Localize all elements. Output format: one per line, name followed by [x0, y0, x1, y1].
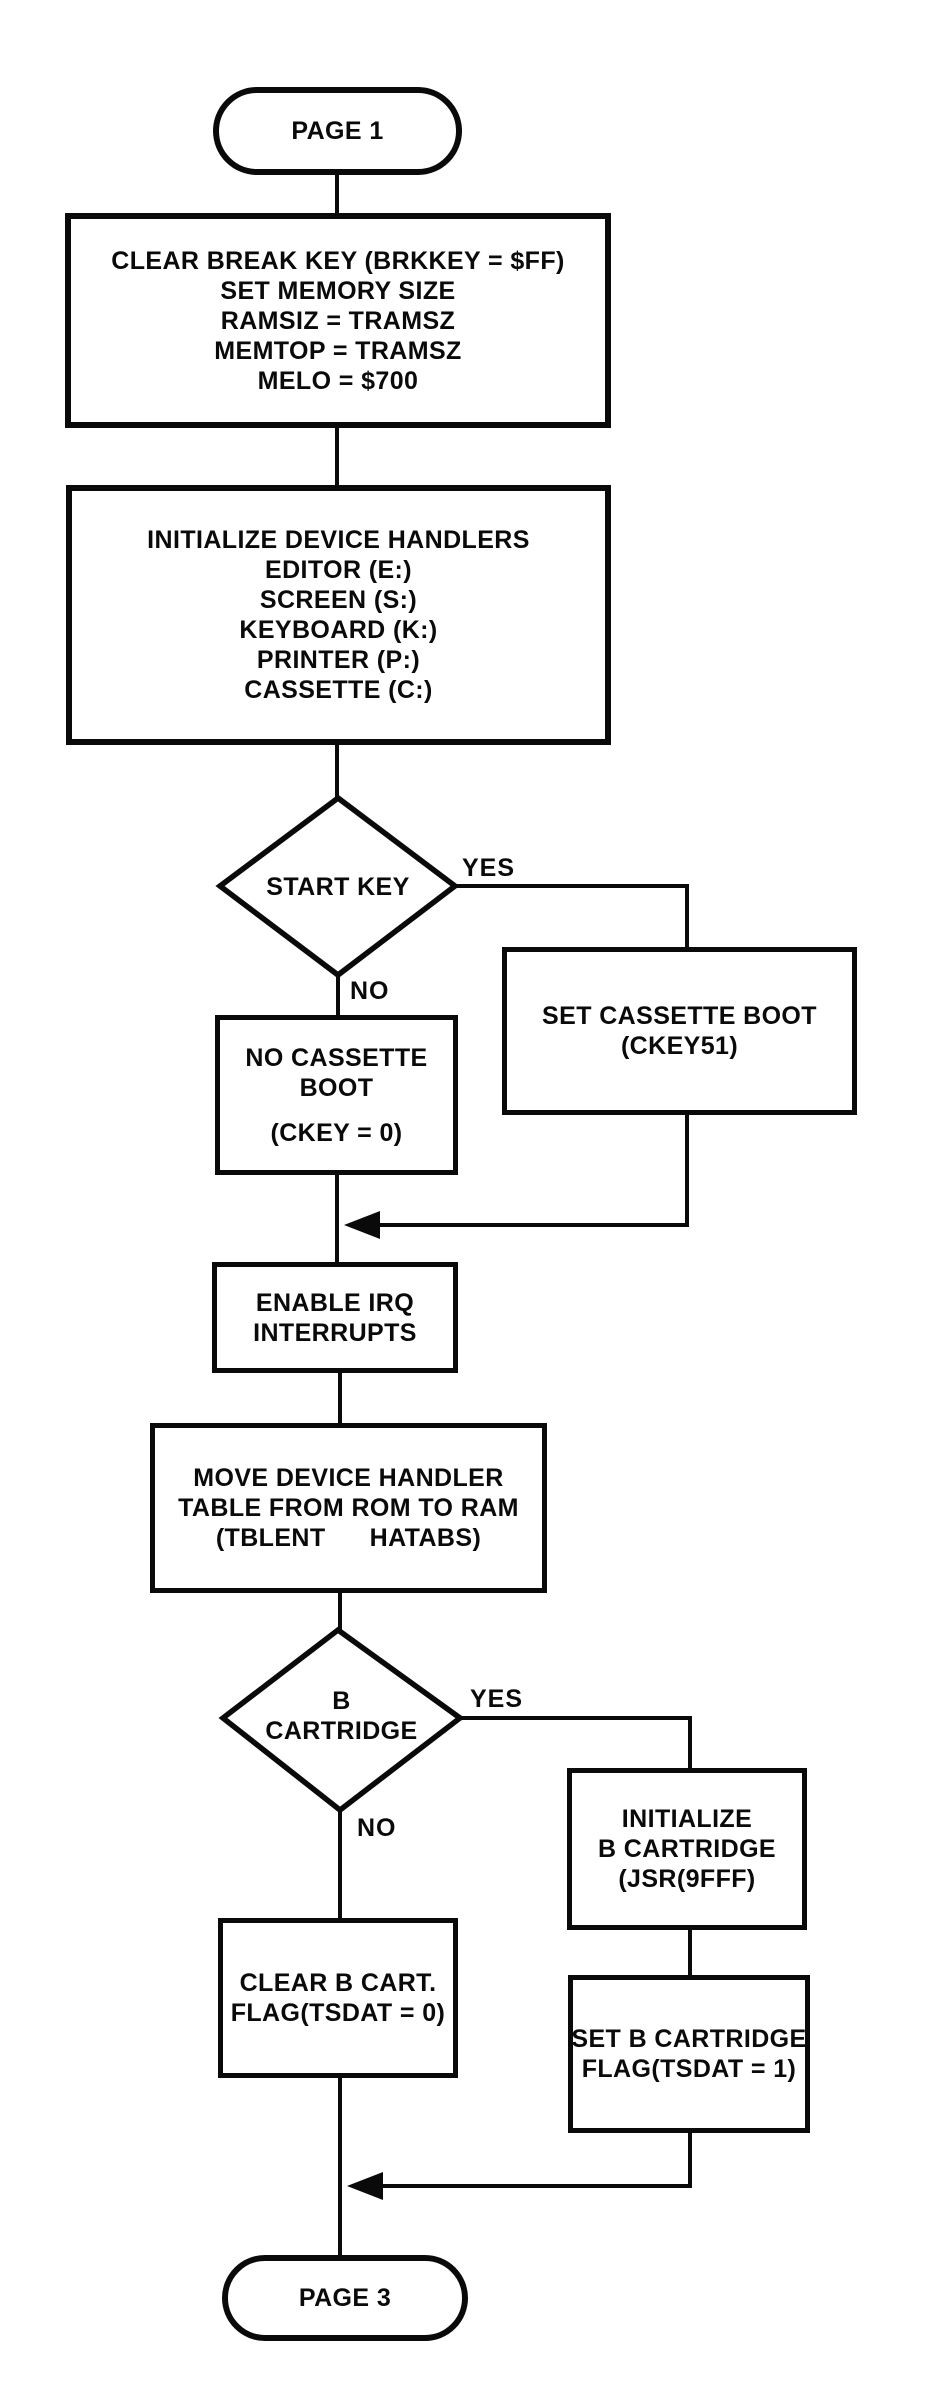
connector-start-key-yes — [453, 884, 689, 950]
process-line: SET MEMORY SIZE — [220, 276, 456, 305]
process-line: TABLE FROM ROM TO RAM — [178, 1494, 519, 1522]
process-line: B CARTRIDGE — [597, 1835, 776, 1863]
process-move-handler-table: MOVE DEVICE HANDLER TABLE FROM ROM TO RA… — [150, 1423, 547, 1593]
arrowhead-cassette-join — [344, 1211, 380, 1239]
process-line: FLAG(TSDAT = 0) — [230, 1999, 446, 2027]
process-line: KEYBOARD (K:) — [239, 616, 438, 644]
decision-start-key-label: START KEY — [266, 873, 410, 901]
process-line: CASSETTE (C:) — [244, 676, 433, 704]
arrowhead-b-cartridge-join — [347, 2172, 383, 2200]
process-line: MOVE DEVICE HANDLER — [193, 1464, 504, 1492]
process-line: EDITOR (E:) — [265, 556, 412, 584]
process-set-cassette-boot: SET CASSETTE BOOT (CKEY51) — [502, 947, 857, 1115]
terminator-page-3-label: PAGE 3 — [298, 2284, 392, 2312]
process-clear-b-cart-flag: CLEAR B CART. FLAG(TSDAT = 0) — [218, 1918, 458, 2078]
branch-label-start-key-no: NO — [350, 977, 390, 1005]
process-line: CLEAR BREAK KEY (BRKKEY = $FF) — [111, 246, 565, 275]
branch-label-b-cartridge-no: NO — [357, 1814, 397, 1842]
process-line: SET B CARTRIDGE — [571, 2025, 807, 2053]
decision-b-cartridge-diamond — [218, 1626, 465, 1814]
process-initialize-device-handlers: INITIALIZE DEVICE HANDLERS EDITOR (E:) S… — [66, 485, 611, 745]
process-line: (JSR(9FFF) — [618, 1865, 756, 1893]
decision-b-cartridge-label: B CARTRIDGE — [223, 1686, 460, 1746]
process-line: CLEAR B CART. — [239, 1969, 437, 1997]
process-line: FLAG(TSDAT = 1) — [581, 2055, 797, 2083]
process-line: SCREEN (S:) — [259, 586, 418, 614]
process-set-b-cartridge-flag: SET B CARTRIDGE FLAG(TSDAT = 1) — [568, 1975, 810, 2133]
process-line: SET CASSETTE BOOT — [542, 1002, 817, 1030]
process-line: NO CASSETTE — [245, 1043, 428, 1072]
process-line: ENABLE IRQ — [255, 1288, 415, 1317]
process-no-cassette-boot: NO CASSETTE BOOT (CKEY = 0) — [215, 1015, 458, 1175]
process-line: PRINTER (P:) — [256, 646, 421, 674]
process-initialize-b-cartridge: INITIALIZE B CARTRIDGE (JSR(9FFF) — [567, 1768, 807, 1930]
process-line: MEMTOP = TRAMSZ — [214, 336, 462, 365]
terminator-page-1: PAGE 1 — [213, 87, 462, 175]
process-line: INITIALIZE DEVICE HANDLERS — [147, 526, 530, 554]
process-line: (CKEY51) — [620, 1032, 739, 1060]
decision-line: CARTRIDGE — [265, 1717, 418, 1745]
connector-set-b-join — [382, 2130, 692, 2188]
branch-label-start-key-yes: YES — [462, 854, 516, 882]
branch-label-b-cartridge-yes: YES — [470, 1685, 524, 1713]
process-clear-break-key: CLEAR BREAK KEY (BRKKEY = $FF) SET MEMOR… — [65, 213, 611, 428]
connector-b-cartridge-yes — [458, 1716, 692, 1771]
connector-set-cassette-join — [379, 1112, 689, 1227]
process-line: RAMSIZ = TRAMSZ — [220, 306, 456, 335]
decision-line: B — [332, 1687, 351, 1715]
process-enable-irq-interrupts: ENABLE IRQ INTERRUPTS — [212, 1262, 458, 1373]
process-line: (TBLENT HATABS) — [215, 1524, 482, 1552]
process-line: INITIALIZE — [621, 1805, 753, 1833]
terminator-page-1-label: PAGE 1 — [291, 117, 384, 145]
process-line: INTERRUPTS — [253, 1318, 417, 1347]
decision-start-key-diamond — [215, 794, 460, 979]
process-line: BOOT — [299, 1073, 374, 1102]
process-line: (CKEY = 0) — [270, 1118, 403, 1147]
process-line: MELO = $700 — [257, 366, 419, 395]
terminator-page-3: PAGE 3 — [222, 2255, 468, 2341]
